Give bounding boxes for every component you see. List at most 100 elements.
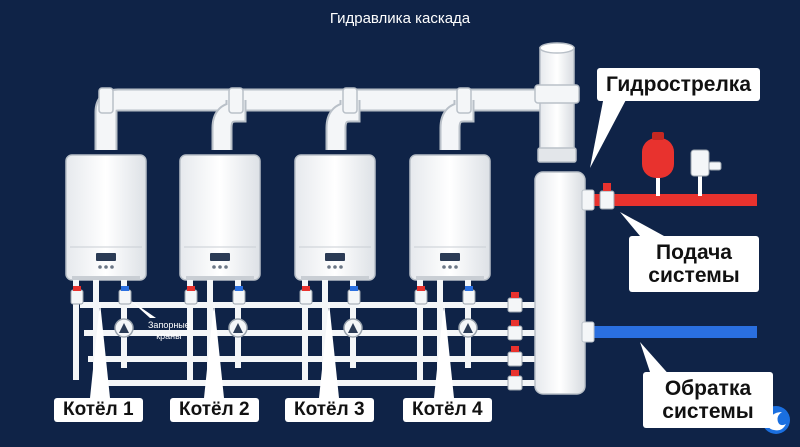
boiler-3 (294, 154, 376, 380)
expansion-tank-cap (652, 132, 664, 140)
boiler-valve-right (347, 289, 361, 305)
boiler-valve-right (118, 289, 132, 305)
flue-collar-1 (98, 87, 114, 114)
expansion-tank (642, 138, 674, 178)
boiler-control-knob (98, 265, 102, 269)
valves-note-pointer (130, 300, 156, 318)
valve-handle-blue (121, 286, 129, 291)
boiler-control-knob (454, 265, 458, 269)
pump-arrow-icon (463, 323, 473, 333)
boiler-body (294, 154, 376, 281)
flue-collars (98, 87, 472, 114)
boiler-pipe (187, 280, 193, 380)
return-label-line2: системы (662, 400, 754, 424)
boiler-display (440, 253, 460, 261)
return-label: Обратка системы (643, 372, 773, 429)
boiler-label-2: Котёл 2 (170, 398, 259, 422)
pump-arrow-icon (119, 323, 129, 333)
boiler-body (179, 154, 261, 281)
hydro-arrow-pointer (590, 96, 628, 168)
boiler-bottom-edge (416, 276, 484, 280)
chimney-tee (534, 84, 580, 104)
boiler-control-knob (212, 265, 216, 269)
diagram-title: Гидравлика каскада (329, 10, 471, 27)
collector-valve-4 (507, 375, 523, 391)
pump-arrow-icon (348, 323, 358, 333)
boiler-valve-left (70, 289, 84, 305)
boiler-valve-right (462, 289, 476, 305)
supply-pointer (620, 212, 664, 236)
return-pipe (585, 326, 757, 338)
collector-valve-3 (507, 351, 523, 367)
boiler-pointer-2 (204, 302, 224, 398)
chimney (534, 42, 580, 163)
boiler-pointer-1 (90, 302, 110, 398)
flue-collar-4 (456, 87, 472, 114)
boiler-valve-right (232, 289, 246, 305)
collector-valve-2 (507, 325, 523, 341)
valve-handle-blue (235, 286, 243, 291)
valve-handle-blue (350, 286, 358, 291)
supply-pipe (585, 194, 757, 206)
boiler-display (96, 253, 116, 261)
boiler-pipe (207, 280, 213, 374)
return-flange (581, 321, 595, 343)
boiler-pipe (322, 280, 328, 374)
separator-body (534, 171, 586, 395)
boiler-display (325, 253, 345, 261)
collector-valve-handle-1 (511, 292, 519, 298)
boiler-control-knob (110, 265, 114, 269)
collector-pipe-1 (80, 302, 540, 308)
flue-collar-3 (342, 87, 358, 114)
supply-label-line2: системы (648, 264, 740, 288)
boiler-pipe (73, 280, 79, 380)
boiler-pointer-4 (434, 302, 454, 398)
collector-pipe-3 (88, 356, 540, 362)
flue-collar-2 (228, 87, 244, 114)
boiler-control-knob (333, 265, 337, 269)
boiler-valve-left (414, 289, 428, 305)
callout-pointers (590, 96, 672, 378)
boiler-pipe (93, 280, 99, 374)
boiler-control-knob (448, 265, 452, 269)
boiler-body (409, 154, 491, 281)
flue-system (94, 88, 548, 150)
boiler-valve-left (299, 289, 313, 305)
boiler-label-1: Котёл 1 (54, 398, 143, 422)
boiler-control-knob (104, 265, 108, 269)
boiler-4 (409, 154, 491, 380)
boiler-pipe (302, 280, 308, 380)
boiler-body (65, 154, 147, 281)
boiler-pointer-3 (319, 302, 339, 398)
valve-handle-red (302, 286, 310, 291)
boiler-display (210, 253, 230, 261)
supply-label-line1: Подача (655, 241, 732, 264)
boiler-2 (179, 154, 261, 380)
supply-label: Подача системы (629, 236, 759, 293)
valves-note: Запорные краны (148, 320, 190, 342)
boiler-control-knob (327, 265, 331, 269)
boiler-pipe (417, 280, 423, 380)
boiler-control-knob (224, 265, 228, 269)
chimney-base (537, 147, 577, 163)
return-pointer (640, 342, 672, 378)
valve-handle-blue (465, 286, 473, 291)
boiler-bottom-edge (301, 276, 369, 280)
chimney-pipe (539, 47, 575, 161)
system-pipes (581, 132, 757, 343)
supply-flange (581, 189, 595, 211)
valve-handle-red (73, 286, 81, 291)
boiler-control-knob (339, 265, 343, 269)
valves-note-line2: краны (156, 331, 182, 341)
boiler-1 (65, 154, 147, 380)
collector-valve-handle-2 (511, 320, 519, 326)
hydraulic-separator (534, 171, 586, 395)
boiler-bottom-edge (186, 276, 254, 280)
boilers (65, 154, 540, 398)
return-label-line1: Обратка (664, 377, 752, 400)
collector-valve-handle-4 (511, 370, 519, 376)
pump-arrow-icon (233, 323, 243, 333)
supply-valve (599, 190, 615, 210)
